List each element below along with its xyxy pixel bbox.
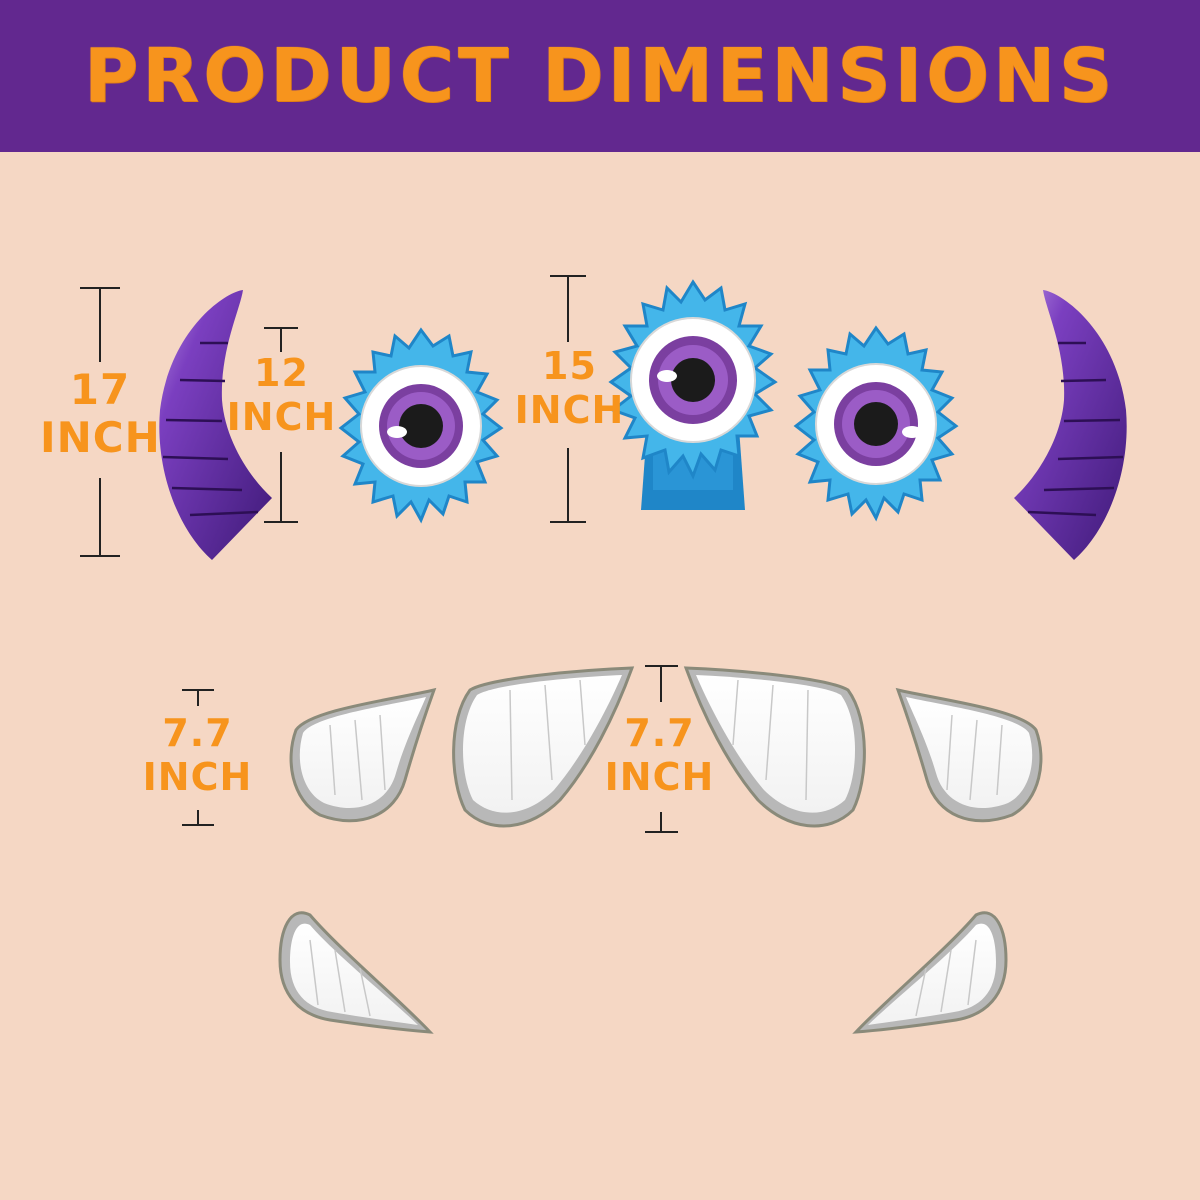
- page-title: PRODUCT DIMENSIONS: [83, 33, 1117, 119]
- dimension-unit: INCH: [40, 413, 161, 463]
- dimension-bar-7-7-left: [182, 689, 214, 826]
- tooth-upper-1-icon: [289, 687, 437, 823]
- dimension-value: 17: [69, 365, 131, 414]
- dimension-unit: INCH: [604, 754, 715, 799]
- dimension-unit: INCH: [514, 387, 625, 432]
- dimension-label-center-eye: 15 INCH: [512, 344, 627, 432]
- dimension-value: 15: [542, 344, 597, 388]
- tooth-upper-3-icon: [683, 666, 866, 828]
- tooth-upper-2-icon: [452, 666, 635, 828]
- dimension-label-eye: 12 INCH: [224, 351, 339, 439]
- tooth-upper-4-icon: [895, 687, 1043, 823]
- dimension-value: 7.7: [162, 711, 233, 755]
- fang-lower-left-icon: [278, 911, 434, 1034]
- dimension-label-tooth-right: 7.7 INCH: [602, 711, 717, 799]
- fang-lower-right-icon: [852, 911, 1008, 1034]
- center-eye-icon: [608, 279, 778, 510]
- dimension-bar-7-7-right: [645, 665, 678, 833]
- right-eye-icon: [793, 325, 959, 522]
- dimension-bar-12: [264, 327, 298, 523]
- dimension-unit: INCH: [142, 754, 253, 799]
- dimension-label-horn: 17 INCH: [40, 365, 161, 463]
- left-eye-icon: [338, 327, 504, 524]
- dimension-value: 7.7: [624, 711, 695, 755]
- dimension-bar-15: [550, 275, 586, 523]
- dimension-unit: INCH: [226, 394, 337, 439]
- right-horn-icon: [1014, 290, 1127, 560]
- header-banner: [0, 0, 1200, 152]
- dimension-value: 12: [254, 351, 309, 395]
- dimension-bar-17: [80, 287, 120, 557]
- dimension-label-tooth-left: 7.7 INCH: [140, 711, 255, 799]
- left-horn-icon: [159, 290, 272, 560]
